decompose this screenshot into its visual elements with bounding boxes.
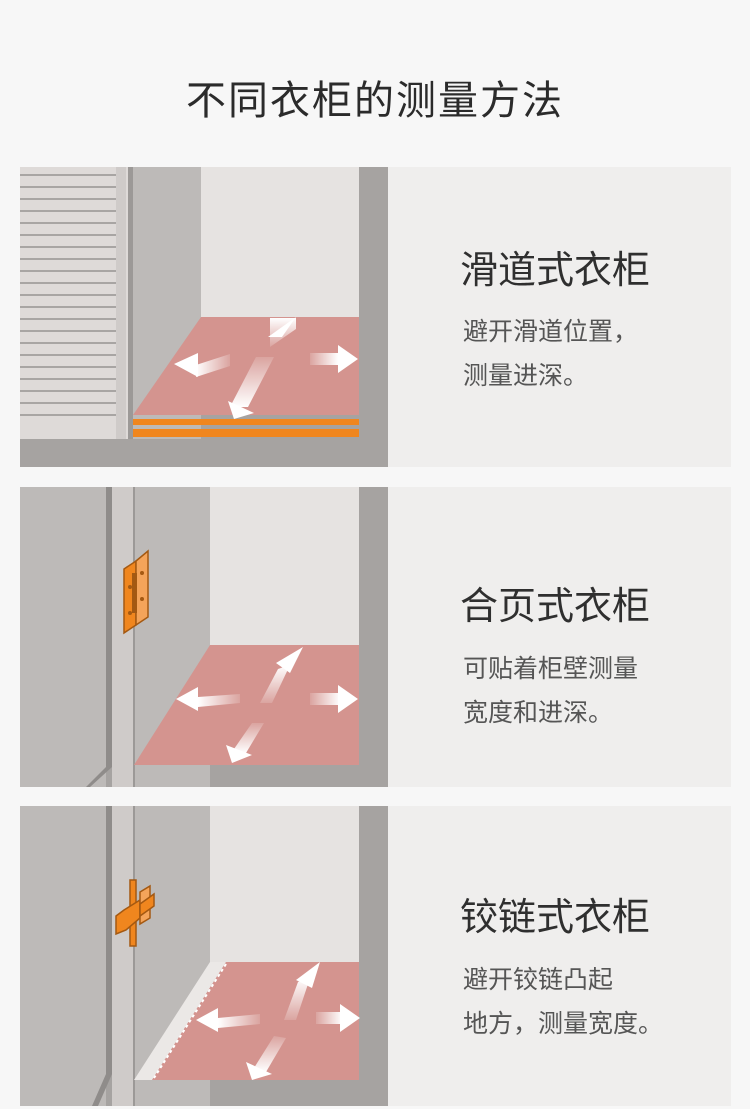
page-title: 不同衣柜的测量方法 [186, 78, 564, 124]
desc-line: 地方，测量宽度。 [463, 1009, 664, 1038]
card-pivot-hinge-wardrobe: 铰链式衣柜 避开铰链凸起 地方，测量宽度。 [20, 806, 731, 1106]
desc-line: 避开铰链凸起 [463, 965, 614, 994]
card-hinge-wardrobe: 合页式衣柜 可贴着柜壁测量 宽度和进深。 [20, 487, 731, 787]
desc-line: 测量进深。 [463, 361, 589, 390]
card-description: 可贴着柜壁测量 宽度和进深。 [463, 647, 638, 735]
desc-line: 可贴着柜壁测量 [463, 654, 639, 683]
card-heading: 铰链式衣柜 [460, 895, 651, 939]
sliding-door-illustration [20, 167, 388, 467]
card-text: 合页式衣柜 可贴着柜壁测量 宽度和进深。 [460, 487, 731, 787]
desc-line: 避开滑道位置， [463, 317, 639, 346]
card-text: 铰链式衣柜 避开铰链凸起 地方，测量宽度。 [460, 806, 731, 1106]
card-text: 滑道式衣柜 避开滑道位置， 测量进深。 [460, 167, 731, 467]
card-description: 避开滑道位置， 测量进深。 [463, 310, 638, 398]
desc-line: 宽度和进深。 [463, 698, 614, 727]
pivot-hinge-illustration [20, 806, 388, 1106]
card-description: 避开铰链凸起 地方，测量宽度。 [463, 958, 663, 1046]
card-heading: 滑道式衣柜 [460, 248, 651, 292]
card-heading: 合页式衣柜 [460, 584, 651, 628]
card-sliding-wardrobe: 滑道式衣柜 避开滑道位置， 测量进深。 [20, 167, 731, 467]
hinge-door-illustration [20, 487, 388, 787]
